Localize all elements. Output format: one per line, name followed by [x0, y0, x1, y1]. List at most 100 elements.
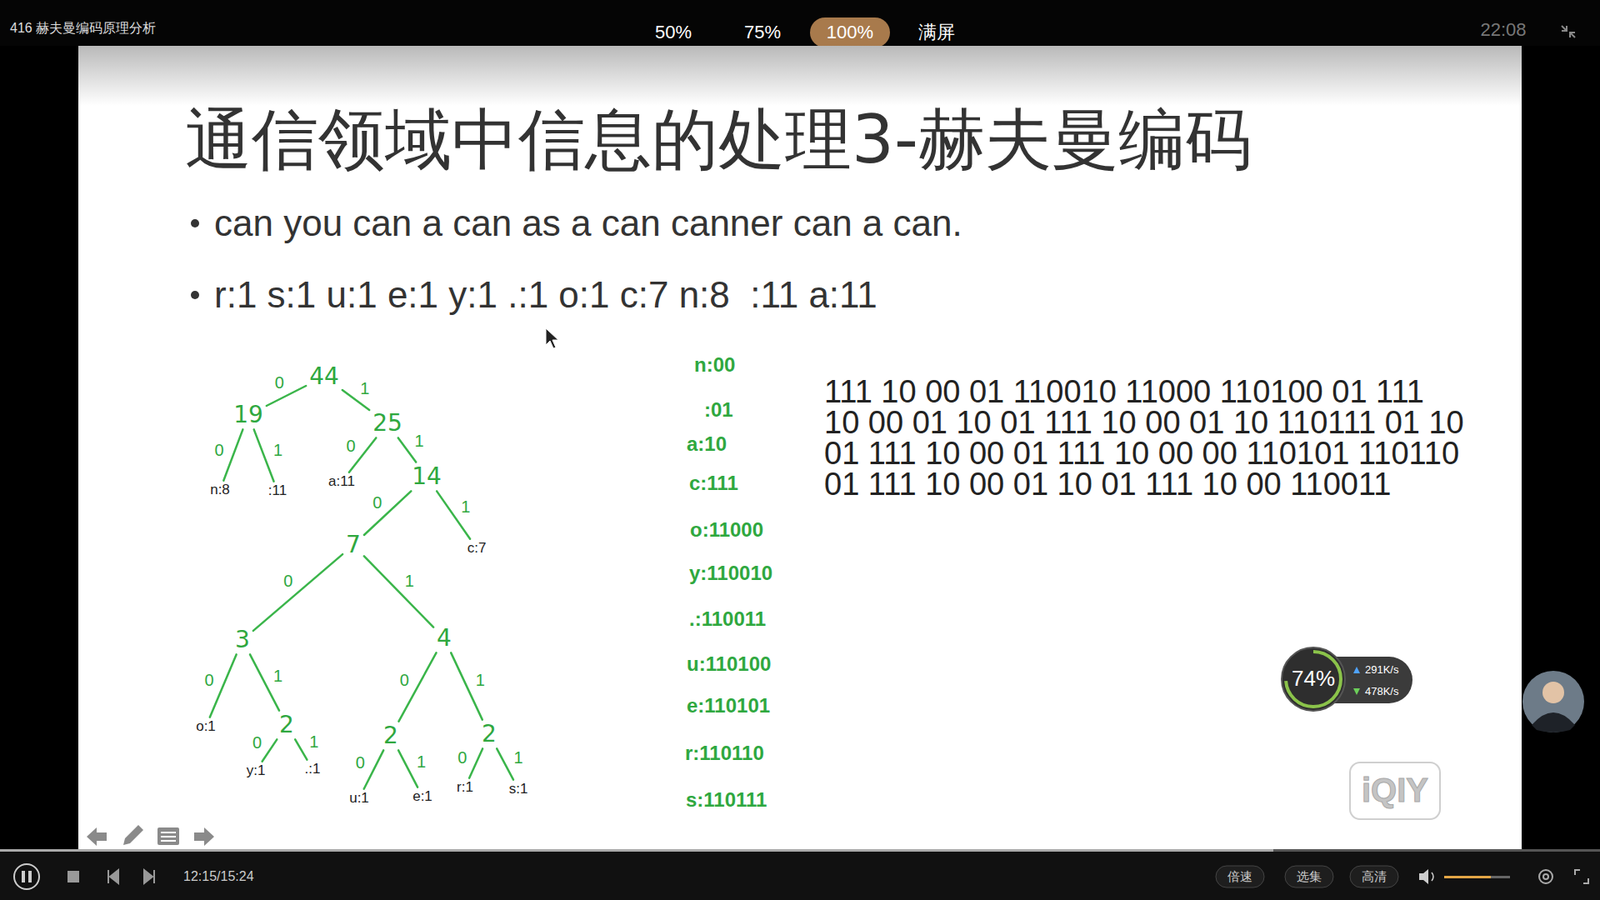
upload-arrow: [1353, 666, 1360, 674]
tree-branch: [364, 750, 385, 789]
zoom-pill: [810, 17, 890, 48]
leaf-label: u:1: [349, 790, 370, 807]
bullet-text: r:1 s:1 u:1 e:1 y:1 .:1 o:1 c:7 n:8 :11 …: [214, 274, 878, 317]
weight-node: 14: [408, 462, 445, 492]
huffman-code: :01: [704, 398, 734, 422]
weight-node: 4: [433, 624, 455, 654]
bit-label: 1: [460, 496, 470, 516]
huffman-code: e:110101: [686, 694, 770, 718]
weight-node: 44: [305, 362, 343, 392]
download-rate: 478K/s: [1365, 685, 1399, 699]
bit-label: 0: [205, 670, 215, 690]
volume-control: [1419, 869, 1510, 885]
bit-label: 0: [372, 492, 382, 512]
tree-branch: [436, 490, 470, 539]
top-bar: [0, 0, 1600, 46]
leaf-node: .:1: [301, 760, 325, 780]
weight-node: 7: [342, 530, 365, 560]
slide: [78, 45, 1522, 850]
play-time: 12:15/15:24: [183, 869, 255, 885]
weight-node: 2: [275, 710, 298, 740]
slide-toolbar-lines: [160, 832, 176, 841]
player-button: 选集: [1296, 869, 1322, 884]
player-button: 高清: [1361, 869, 1387, 884]
player-button: 倍速: [1227, 869, 1253, 884]
watermark: iQIY: [1361, 770, 1429, 810]
download-arrow: [1353, 688, 1360, 695]
weight-node: 25: [369, 409, 406, 439]
bit-label: 0: [355, 753, 365, 773]
bit-label: 1: [273, 665, 283, 685]
slide-toolbar: [86, 825, 215, 846]
bit-label: 1: [273, 440, 283, 460]
bit-label: 1: [513, 747, 523, 767]
upload-rate: 291K/s: [1365, 664, 1399, 677]
tree-branch: [469, 748, 483, 778]
slide-shade: [78, 45, 1522, 106]
huffman-code: r:110110: [685, 741, 765, 765]
weight-number: 44: [309, 364, 340, 390]
bit-label: 0: [252, 732, 262, 752]
leaf-label: n:8: [210, 482, 230, 499]
huffman-code: o:11000: [690, 518, 764, 542]
huffman-code: a:10: [686, 432, 727, 456]
leaf-node: a:11: [325, 472, 359, 492]
leaf-node: :11: [265, 481, 290, 501]
huffman-code: s:110111: [685, 788, 767, 812]
tree-branch: [496, 748, 514, 780]
bit-label: 1: [405, 571, 415, 591]
leaf-node: e:1: [409, 787, 436, 807]
tree-branch: [253, 554, 343, 631]
watermark-frame: [1350, 762, 1440, 820]
tree-branch: [364, 490, 411, 535]
weight-number: 2: [481, 721, 497, 748]
leaf-node: c:7: [464, 539, 490, 559]
mouse-cursor: [545, 328, 559, 349]
weight-number: 25: [372, 410, 403, 437]
bit-label: 1: [475, 670, 485, 690]
leaf-label: o:1: [195, 719, 216, 735]
weight-node: 19: [230, 400, 267, 430]
bullet-dot: [190, 219, 200, 228]
huffman-code: c:111: [689, 471, 739, 495]
leaf-node: y:1: [243, 761, 270, 781]
zoom-option: 满屏: [918, 21, 955, 43]
huffman-code: .:110011: [689, 607, 766, 631]
slide-title: 通信领域中信息的处理3-赫夫曼编码: [185, 101, 1252, 179]
teacher-avatar: [1522, 670, 1585, 733]
bit-stream: 111 10 00 01 110010 11000 110100 01 111 …: [824, 376, 1466, 500]
weight-node: 2: [380, 721, 402, 751]
bit-label: 1: [416, 752, 426, 772]
zoom-option: 50%: [655, 21, 692, 43]
leaf-label: s:1: [509, 781, 529, 798]
bit-label: 0: [275, 372, 285, 392]
weight-number: 2: [279, 712, 295, 739]
tree-branch: [295, 739, 307, 760]
huffman-code: y:110010: [689, 561, 773, 585]
weight-number: 19: [233, 402, 264, 429]
speed-arc: [1285, 651, 1341, 707]
weight-number: 14: [411, 464, 442, 490]
bit-label: 1: [309, 732, 319, 752]
player-bar: [0, 851, 1600, 900]
leaf-label: r:1: [456, 780, 474, 796]
leaf-node: r:1: [453, 778, 477, 798]
bit-label: 0: [214, 440, 224, 460]
zoom-option: 100%: [826, 21, 874, 43]
tree-branch: [262, 739, 278, 761]
speed-dial: [1281, 647, 1345, 711]
fullscreen-icon: [1575, 870, 1589, 884]
weight-number: 2: [383, 723, 399, 750]
leaf-label: .:1: [305, 761, 321, 778]
leaf-node: o:1: [192, 717, 220, 737]
player-buttons: [1215, 865, 1399, 888]
bit-label: 0: [283, 571, 293, 591]
bit-label: 1: [414, 431, 424, 451]
speed-percent: 74%: [1291, 666, 1335, 692]
huffman-code: u:110100: [686, 652, 771, 676]
leaf-node: s:1: [505, 780, 532, 800]
settings-icon: [1539, 870, 1553, 884]
close-icon: [1561, 25, 1575, 38]
tree-branch: [398, 437, 416, 462]
